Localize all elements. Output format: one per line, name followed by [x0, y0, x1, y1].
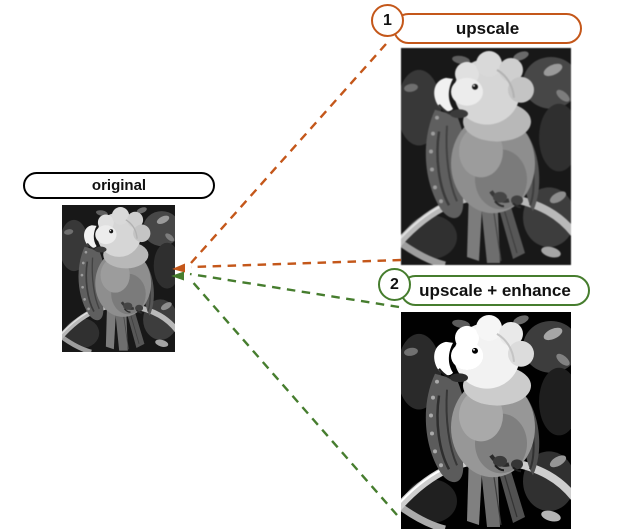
step-1-label: upscale [455, 18, 520, 38]
upscaled-enhanced-image [401, 312, 571, 529]
connector-green-flat [189, 272, 400, 309]
upscaled-image [401, 48, 571, 265]
connector-green-steep [189, 278, 398, 516]
step-1-badge: 1 [371, 4, 404, 37]
original-label-pill: original [23, 172, 215, 199]
step-1-number: 1 [383, 11, 392, 29]
original-label: original [91, 177, 147, 194]
step-1-label-pill: upscale [393, 13, 582, 44]
step-2-label: upscale + enhance [419, 280, 571, 300]
step-2-label-pill: upscale + enhance [400, 275, 590, 306]
connector-orange-flat [190, 258, 402, 269]
original-image [62, 205, 175, 352]
connector-orange-steep [190, 43, 387, 264]
step-2-number: 2 [390, 275, 399, 293]
step-2-badge: 2 [378, 268, 411, 301]
